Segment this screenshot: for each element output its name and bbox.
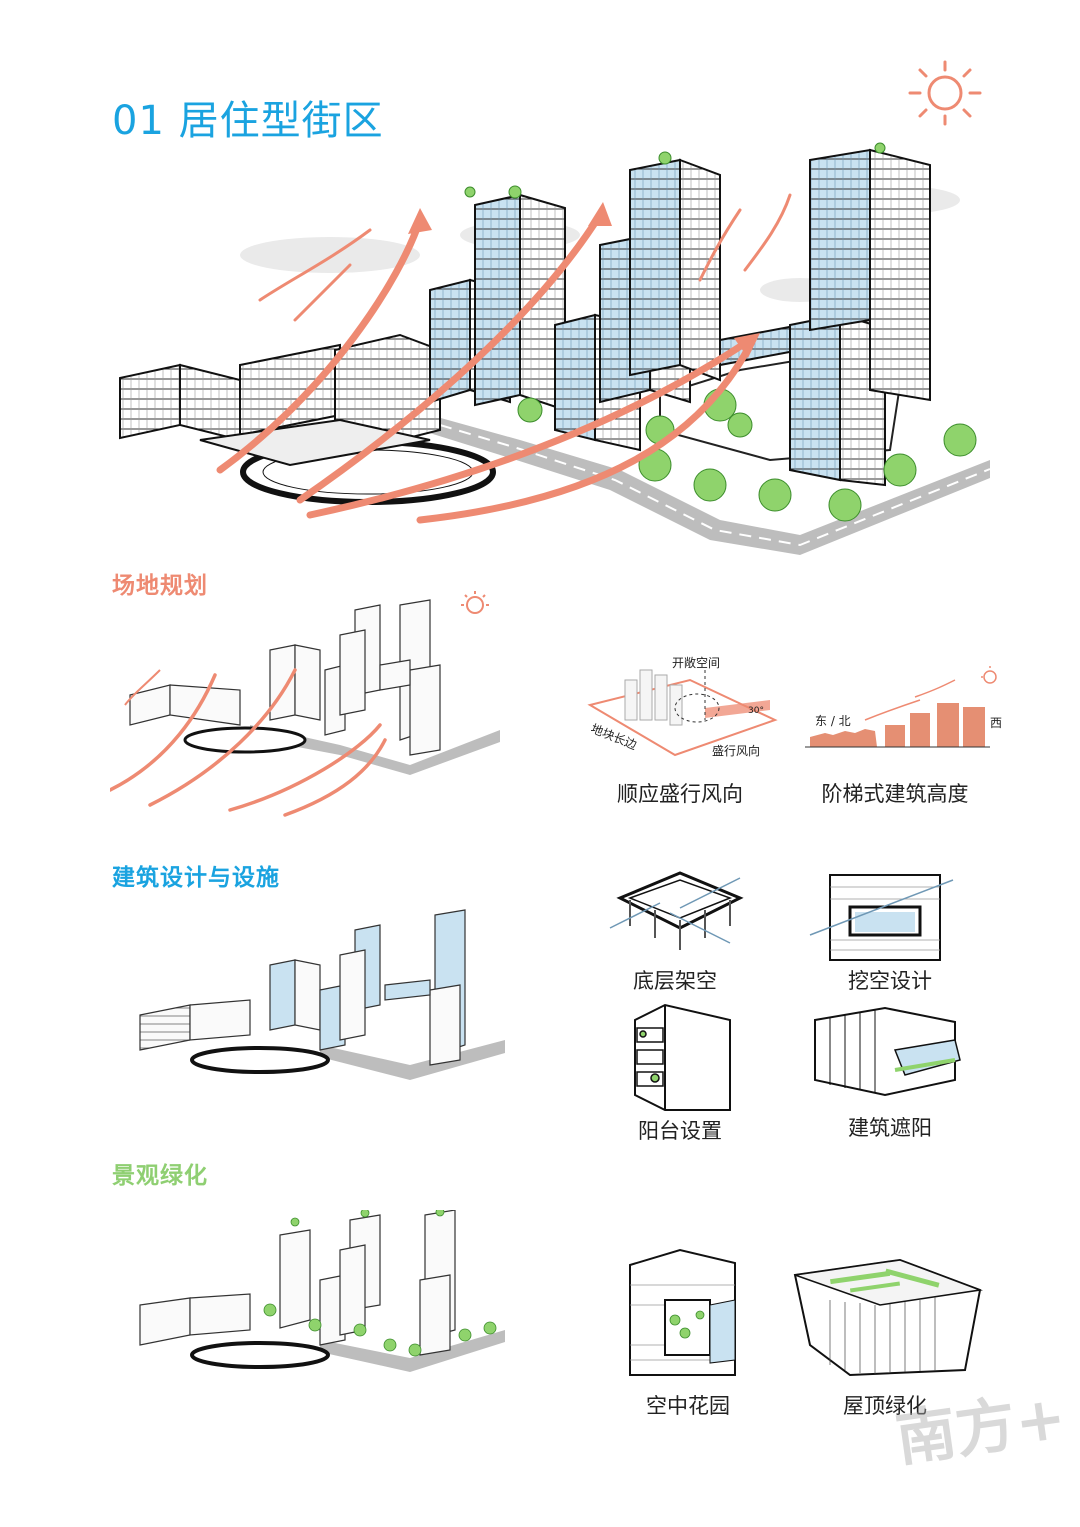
school-buildings bbox=[119, 333, 441, 467]
caption-roof-greening: 屋顶绿化 bbox=[843, 1394, 927, 1418]
tower-buildings bbox=[429, 148, 931, 487]
sky-garden-icon bbox=[629, 1248, 736, 1376]
balcony-icon bbox=[634, 1003, 731, 1111]
caption-stilts: 底层架空 bbox=[633, 969, 717, 993]
watermark-logo: 南方+ bbox=[891, 1382, 1071, 1476]
wind-arrow-icon bbox=[258, 193, 792, 322]
sunshade-icon bbox=[814, 1006, 961, 1097]
caption-balcony: 阳台设置 bbox=[638, 1119, 722, 1143]
site-planning-diagram bbox=[110, 591, 500, 817]
tree-icon bbox=[464, 142, 977, 522]
page-title: 01 居住型街区 bbox=[112, 98, 384, 144]
caption-hollow: 挖空设计 bbox=[848, 969, 932, 993]
caption-wind: 顺应盛行风向 bbox=[617, 782, 743, 806]
label-prevailing-wind: 盛行风向 bbox=[712, 744, 761, 758]
label-west: 西 bbox=[990, 716, 1003, 730]
stilts-ground-floor-icon bbox=[609, 871, 744, 950]
wind-arrow-icon bbox=[216, 211, 754, 524]
label-east-north: 东 / 北 bbox=[815, 714, 851, 728]
sun-icon bbox=[908, 60, 982, 126]
main-block-diagram bbox=[119, 142, 991, 555]
caption-stepped: 阶梯式建筑高度 bbox=[821, 782, 969, 806]
label-angle: 30° bbox=[748, 706, 764, 716]
wind-orientation-diagram bbox=[587, 669, 778, 757]
stepped-height-diagram bbox=[805, 666, 997, 748]
label-open-space: 开敞空间 bbox=[672, 656, 721, 670]
hollow-design-icon bbox=[809, 874, 954, 961]
sun-icon bbox=[981, 666, 997, 684]
landscape-diagram bbox=[139, 1210, 505, 1372]
section-heading-landscape: 景观绿化 bbox=[112, 1163, 208, 1189]
caption-sky-garden: 空中花园 bbox=[646, 1394, 730, 1418]
section-heading-building-design: 建筑设计与设施 bbox=[112, 865, 280, 891]
building-design-diagram bbox=[139, 909, 505, 1080]
section-heading-site-planning: 场地规划 bbox=[112, 573, 208, 599]
roof-greening-icon bbox=[793, 1258, 983, 1377]
sun-icon bbox=[461, 591, 489, 614]
caption-sunshade: 建筑遮阳 bbox=[848, 1116, 932, 1140]
